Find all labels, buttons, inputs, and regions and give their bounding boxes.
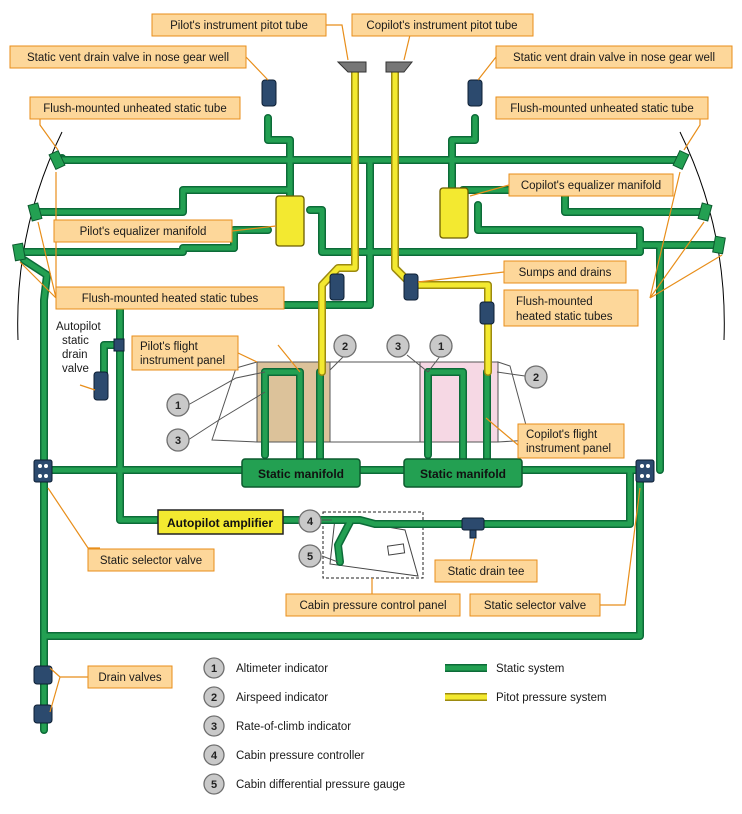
callout-drain-valves	[87, 665, 173, 689]
legend: 1 Altimeter indicator 2 Airspeed indicat…	[203, 657, 607, 795]
label-cabin-panel: Cabin pressure control panel	[299, 600, 446, 612]
fuselage-outline-right	[679, 131, 725, 341]
callout-heated-left	[55, 286, 285, 310]
legend-text-2: Airspeed indicator	[236, 692, 328, 704]
legend-num-3: 3	[211, 721, 217, 733]
static-selector-valves	[33, 459, 655, 483]
legend-text-3: Rate-of-climb indicator	[236, 721, 351, 733]
label-autopilot-drain-3: drain	[62, 349, 88, 361]
callout-copilot-pitot	[351, 13, 534, 37]
instrument-panel-shapes	[211, 361, 531, 443]
label-pilot-pitot: Pilot's instrument pitot tube	[170, 20, 308, 32]
callout-unheated-left	[29, 96, 241, 120]
pilot-pitot-tube-head	[336, 61, 367, 73]
label-heated-right-1: Flush-mounted	[516, 296, 593, 308]
static-manifold-right-box	[403, 458, 523, 488]
cabin-panel-box	[322, 511, 424, 579]
label-sumps: Sumps and drains	[519, 267, 612, 279]
marker-2-right: 2	[533, 372, 539, 384]
marker-3-left: 3	[175, 435, 181, 447]
pilots-equalizer-manifold	[275, 195, 305, 247]
label-static-vent-left: Static vent drain valve in nose gear wel…	[27, 52, 229, 64]
marker-1-right: 1	[438, 341, 444, 353]
label-heated-left: Flush-mounted heated static tubes	[82, 293, 259, 305]
static-ports	[12, 149, 726, 262]
copilot-pitot-tube-head	[385, 61, 414, 73]
legend-num-1: 1	[211, 663, 217, 675]
marker-2-center: 2	[342, 341, 348, 353]
legend-static-label: Static system	[496, 663, 564, 675]
static-manifold-left-box	[241, 458, 361, 488]
callout-sumps	[503, 260, 627, 284]
callout-pilot-panel	[131, 335, 239, 371]
legend-pitot-label: Pitot pressure system	[496, 692, 607, 704]
callout-selector-left	[87, 548, 215, 572]
marker-leaders	[187, 354, 526, 563]
autopilot-amplifier-box	[157, 509, 284, 535]
legend-text-5: Cabin differential pressure gauge	[236, 779, 405, 791]
static-manifold-right-label: Static manifold	[420, 467, 506, 481]
callout-static-vent-right	[495, 45, 733, 69]
label-static-vent-right: Static vent drain valve in nose gear wel…	[513, 52, 715, 64]
legend-num-4: 4	[211, 750, 218, 762]
label-selector-right: Static selector valve	[484, 600, 586, 612]
static-manifold-left-label: Static manifold	[258, 467, 344, 481]
copilots-equalizer-manifold	[439, 187, 469, 239]
label-copilot-panel-1: Copilot's flight	[526, 429, 598, 441]
label-pilot-panel-1: Pilot's flight	[140, 341, 199, 353]
label-copilot-eq: Copilot's equalizer manifold	[521, 180, 661, 192]
label-drain-tee: Static drain tee	[448, 566, 525, 578]
marker-1-left: 1	[175, 400, 181, 412]
label-autopilot-drain-2: static	[62, 335, 89, 347]
callout-copilot-panel	[517, 423, 625, 459]
callout-heated-right	[503, 289, 639, 327]
callout-pilot-pitot	[151, 13, 327, 37]
marker-3-center: 3	[395, 341, 401, 353]
legend-num-5: 5	[211, 779, 217, 791]
label-drain-valves: Drain valves	[98, 672, 162, 684]
label-autopilot-drain-1: Autopilot	[56, 321, 102, 333]
callout-unheated-right	[495, 96, 709, 120]
marker-4: 4	[307, 516, 314, 528]
number-markers: 1 3 2 3 1 2 4 5	[166, 334, 548, 568]
legend-text-1: Altimeter indicator	[236, 663, 328, 675]
callout-static-vent-left	[9, 45, 247, 69]
label-unheated-right: Flush-mounted unheated static tube	[510, 103, 693, 115]
callout-selector-right	[469, 593, 601, 617]
label-pilot-panel-2: instrument panel	[140, 355, 225, 367]
autopilot-amplifier-label: Autopilot amplifier	[167, 516, 273, 530]
label-heated-right-2: heated static tubes	[516, 311, 613, 323]
callout-cabin-panel	[285, 593, 461, 617]
callout-copilot-eq	[508, 173, 674, 197]
callout-drain-tee	[434, 559, 538, 583]
valve-icons	[33, 79, 495, 724]
legend-num-2: 2	[211, 692, 217, 704]
label-autopilot-drain-4: valve	[62, 363, 89, 375]
callout-pilot-eq	[53, 219, 233, 243]
label-unheated-left: Flush-mounted unheated static tube	[43, 103, 226, 115]
legend-text-4: Cabin pressure controller	[236, 750, 365, 762]
marker-5: 5	[307, 551, 313, 563]
label-copilot-panel-2: instrument panel	[526, 443, 611, 455]
label-selector-left: Static selector valve	[100, 555, 202, 567]
label-pilot-eq: Pilot's equalizer manifold	[80, 226, 207, 238]
label-copilot-pitot: Copilot's instrument pitot tube	[366, 20, 517, 32]
